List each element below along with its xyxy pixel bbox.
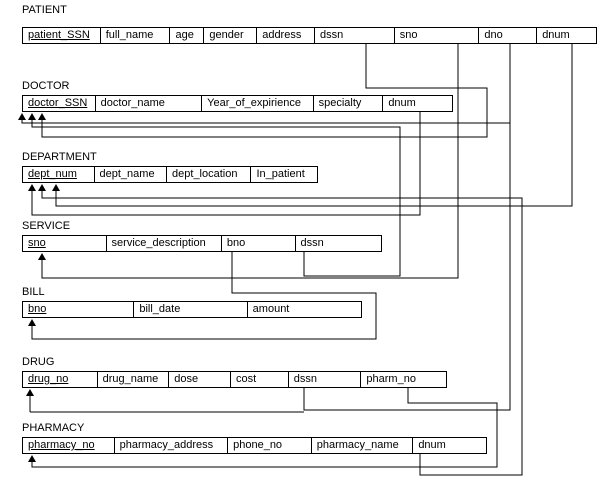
department-field-dept-name: dept_name bbox=[95, 167, 168, 182]
bill-field-bill-date: bill_date bbox=[134, 302, 248, 317]
bill-table-title: BILL bbox=[22, 286, 45, 298]
patient-field-gender: gender bbox=[204, 28, 258, 43]
bill-table: bno bill_date amount bbox=[22, 301, 362, 318]
pharmacy-field-phone-no: phone_no bbox=[228, 438, 312, 453]
department-field-dept-location: dept_location bbox=[167, 167, 252, 182]
link-service-bno-bill bbox=[28, 252, 377, 340]
department-table-title: DEPARTMENT bbox=[22, 151, 97, 163]
doctor-field-doctor-ssn: doctor_SSN bbox=[23, 96, 96, 111]
pharmacy-field-pharmacy-address: pharmacy_address bbox=[115, 438, 229, 453]
doctor-field-specialty: specialty bbox=[314, 96, 384, 111]
department-table: dept_num dept_name dept_location In_pati… bbox=[22, 166, 318, 183]
doctor-field-year-of-experience: Year_of_expirience bbox=[202, 96, 314, 111]
link-patient-dssn-doctor bbox=[38, 44, 488, 138]
pharmacy-field-pharmacy-no: pharmacy_no bbox=[23, 438, 115, 453]
patient-field-sno: sno bbox=[395, 28, 480, 43]
drug-field-cost: cost bbox=[231, 372, 289, 387]
drug-field-drug-name: drug_name bbox=[98, 372, 170, 387]
link-pharmacy-dnum-department bbox=[38, 184, 523, 476]
patient-field-address: address bbox=[257, 28, 315, 43]
service-table: sno service_description bno dssn bbox=[22, 235, 382, 252]
drug-field-dose: dose bbox=[169, 372, 232, 387]
drug-field-drug-no: drug_no bbox=[23, 372, 98, 387]
doctor-field-doctor-name: doctor_name bbox=[96, 96, 203, 111]
department-field-dept-num: dept_num bbox=[23, 167, 95, 182]
patient-field-dno: dno bbox=[479, 28, 538, 43]
pharmacy-field-dnum: dnum bbox=[418, 439, 446, 451]
service-field-sno: sno bbox=[23, 236, 107, 251]
pharmacy-table-title: PHARMACY bbox=[22, 422, 85, 434]
patient-table-title: PATIENT bbox=[22, 4, 67, 16]
service-table-title: SERVICE bbox=[22, 220, 71, 232]
patient-field-full-name: full_name bbox=[101, 28, 171, 43]
patient-field-patient-ssn: patient_SSN bbox=[23, 28, 101, 43]
patient-field-age: age bbox=[170, 28, 205, 43]
drug-field-dssn: dssn bbox=[289, 372, 362, 387]
service-field-dssn: dssn bbox=[300, 237, 324, 249]
pharmacy-table: pharmacy_no pharmacy_address phone_no ph… bbox=[22, 437, 487, 454]
bill-field-amount: amount bbox=[252, 303, 290, 315]
patient-field-dnum: dnum bbox=[542, 29, 570, 41]
bill-field-bno: bno bbox=[23, 302, 135, 317]
link-drug-pharmno-pharmacy bbox=[28, 388, 498, 468]
pharmacy-field-pharmacy-name: pharmacy_name bbox=[312, 438, 414, 453]
drug-field-pharm-no: pharm_no bbox=[366, 373, 416, 385]
service-field-service-description: service_description bbox=[107, 236, 222, 251]
drug-table: drug_no drug_name dose cost dssn pharm_n… bbox=[22, 371, 447, 388]
service-field-bno: bno bbox=[222, 236, 296, 251]
patient-table: patient_SSN full_name age gender address… bbox=[22, 27, 597, 44]
department-field-in-patient: In_patient bbox=[256, 168, 305, 180]
doctor-table-title: DOCTOR bbox=[22, 80, 70, 92]
doctor-field-dnum: dnum bbox=[388, 97, 416, 109]
doctor-table: doctor_SSN doctor_name Year_of_expirienc… bbox=[22, 95, 453, 112]
patient-field-dssn: dssn bbox=[315, 28, 395, 43]
drug-table-title: DRUG bbox=[22, 356, 55, 368]
